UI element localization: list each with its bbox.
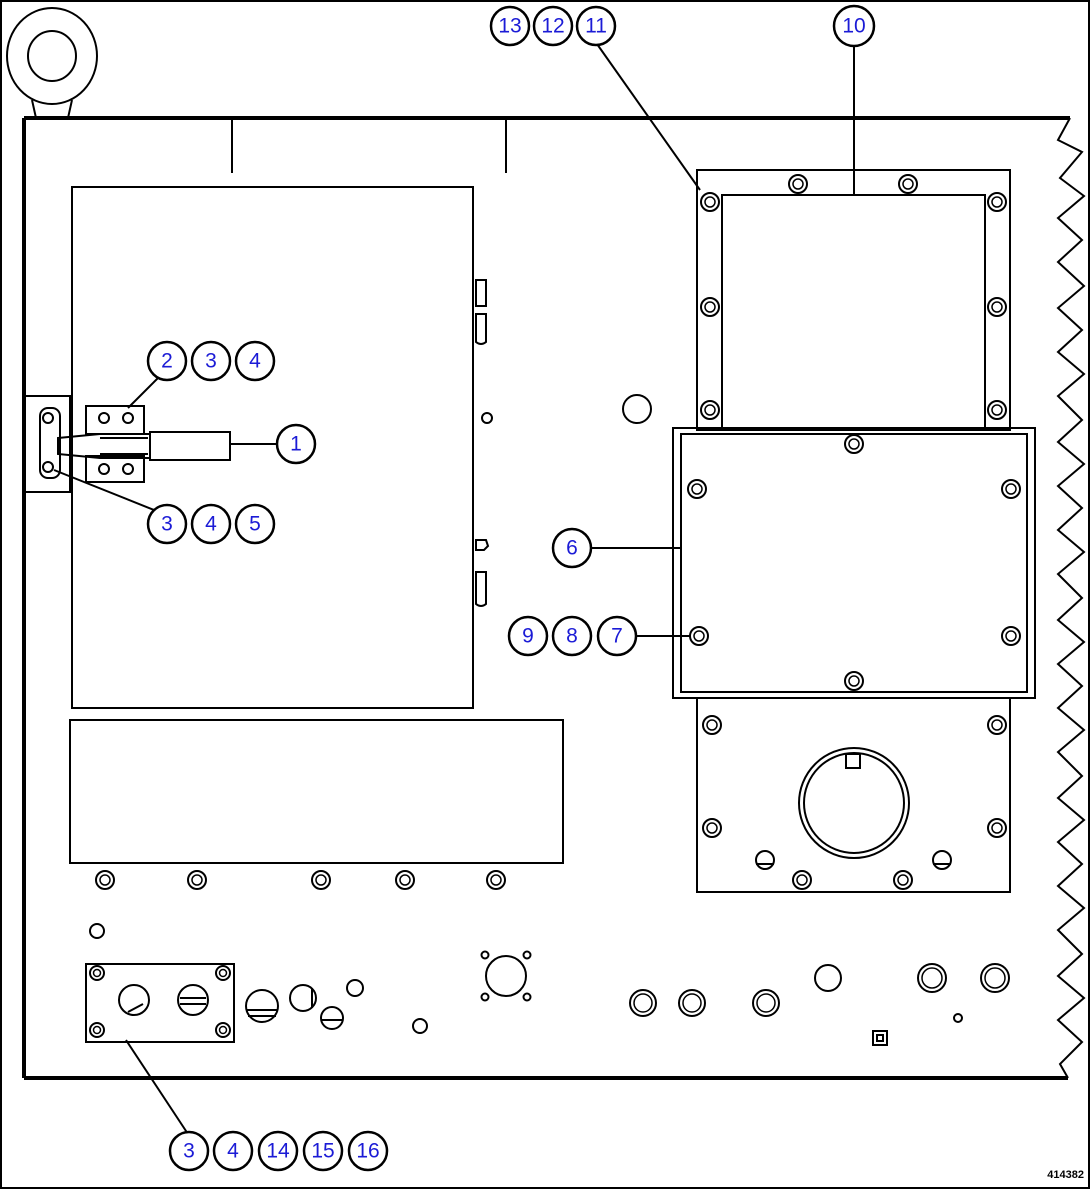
lower-panel — [69, 719, 564, 864]
svg-text:13: 13 — [498, 15, 521, 38]
svg-text:4: 4 — [249, 350, 261, 373]
leader-lines — [53, 43, 855, 1135]
drawing-id-label: 414382 — [1047, 1169, 1084, 1181]
callout-8: 8 — [551, 615, 593, 657]
callout-3-bottom: 3 — [168, 1130, 210, 1172]
svg-text:3: 3 — [205, 350, 217, 373]
round-connector — [480, 950, 532, 1002]
bolt-row — [95, 870, 506, 890]
mounting-plate — [696, 697, 1011, 893]
callout-16: 16 — [347, 1130, 389, 1172]
callout-4-bottom: 4 — [212, 1130, 254, 1172]
svg-text:3: 3 — [183, 1140, 195, 1163]
svg-text:15: 15 — [311, 1140, 334, 1163]
callout-6: 6 — [551, 527, 593, 569]
upper-access-frame — [696, 169, 1011, 431]
callout-13: 13 — [489, 5, 531, 47]
callout-11: 11 — [575, 5, 617, 47]
callout-7: 7 — [596, 615, 638, 657]
callout-4-lower: 4 — [190, 503, 232, 545]
callout-9: 9 — [507, 615, 549, 657]
door-latch — [23, 395, 231, 493]
svg-text:12: 12 — [541, 15, 564, 38]
svg-text:9: 9 — [522, 625, 534, 648]
svg-text:8: 8 — [566, 625, 578, 648]
svg-text:5: 5 — [249, 513, 261, 536]
callout-15: 15 — [302, 1130, 344, 1172]
callout-1: 1 — [275, 423, 317, 465]
callout-4-upper: 4 — [234, 340, 276, 382]
callout-14: 14 — [257, 1130, 299, 1172]
svg-text:10: 10 — [842, 15, 865, 38]
svg-text:2: 2 — [161, 350, 173, 373]
svg-text:16: 16 — [356, 1140, 379, 1163]
door-panel — [71, 186, 493, 709]
svg-text:14: 14 — [266, 1140, 290, 1163]
svg-text:7: 7 — [611, 625, 623, 648]
callout-10: 10 — [832, 4, 876, 48]
callout-5: 5 — [234, 503, 276, 545]
callout-2: 2 — [146, 340, 188, 382]
svg-text:6: 6 — [566, 537, 578, 560]
svg-text:4: 4 — [227, 1140, 239, 1163]
svg-text:4: 4 — [205, 513, 217, 536]
svg-text:3: 3 — [161, 513, 173, 536]
svg-text:11: 11 — [585, 15, 607, 38]
callout-3-lower: 3 — [146, 503, 188, 545]
pulley-reel — [6, 7, 98, 119]
svg-text:1: 1 — [290, 433, 302, 456]
switch-plate — [85, 963, 235, 1043]
callout-3-upper: 3 — [190, 340, 232, 382]
cover-plate — [672, 427, 1036, 699]
callout-12: 12 — [532, 5, 574, 47]
main-panel — [22, 116, 1086, 1080]
panel-holes — [89, 394, 1010, 1046]
